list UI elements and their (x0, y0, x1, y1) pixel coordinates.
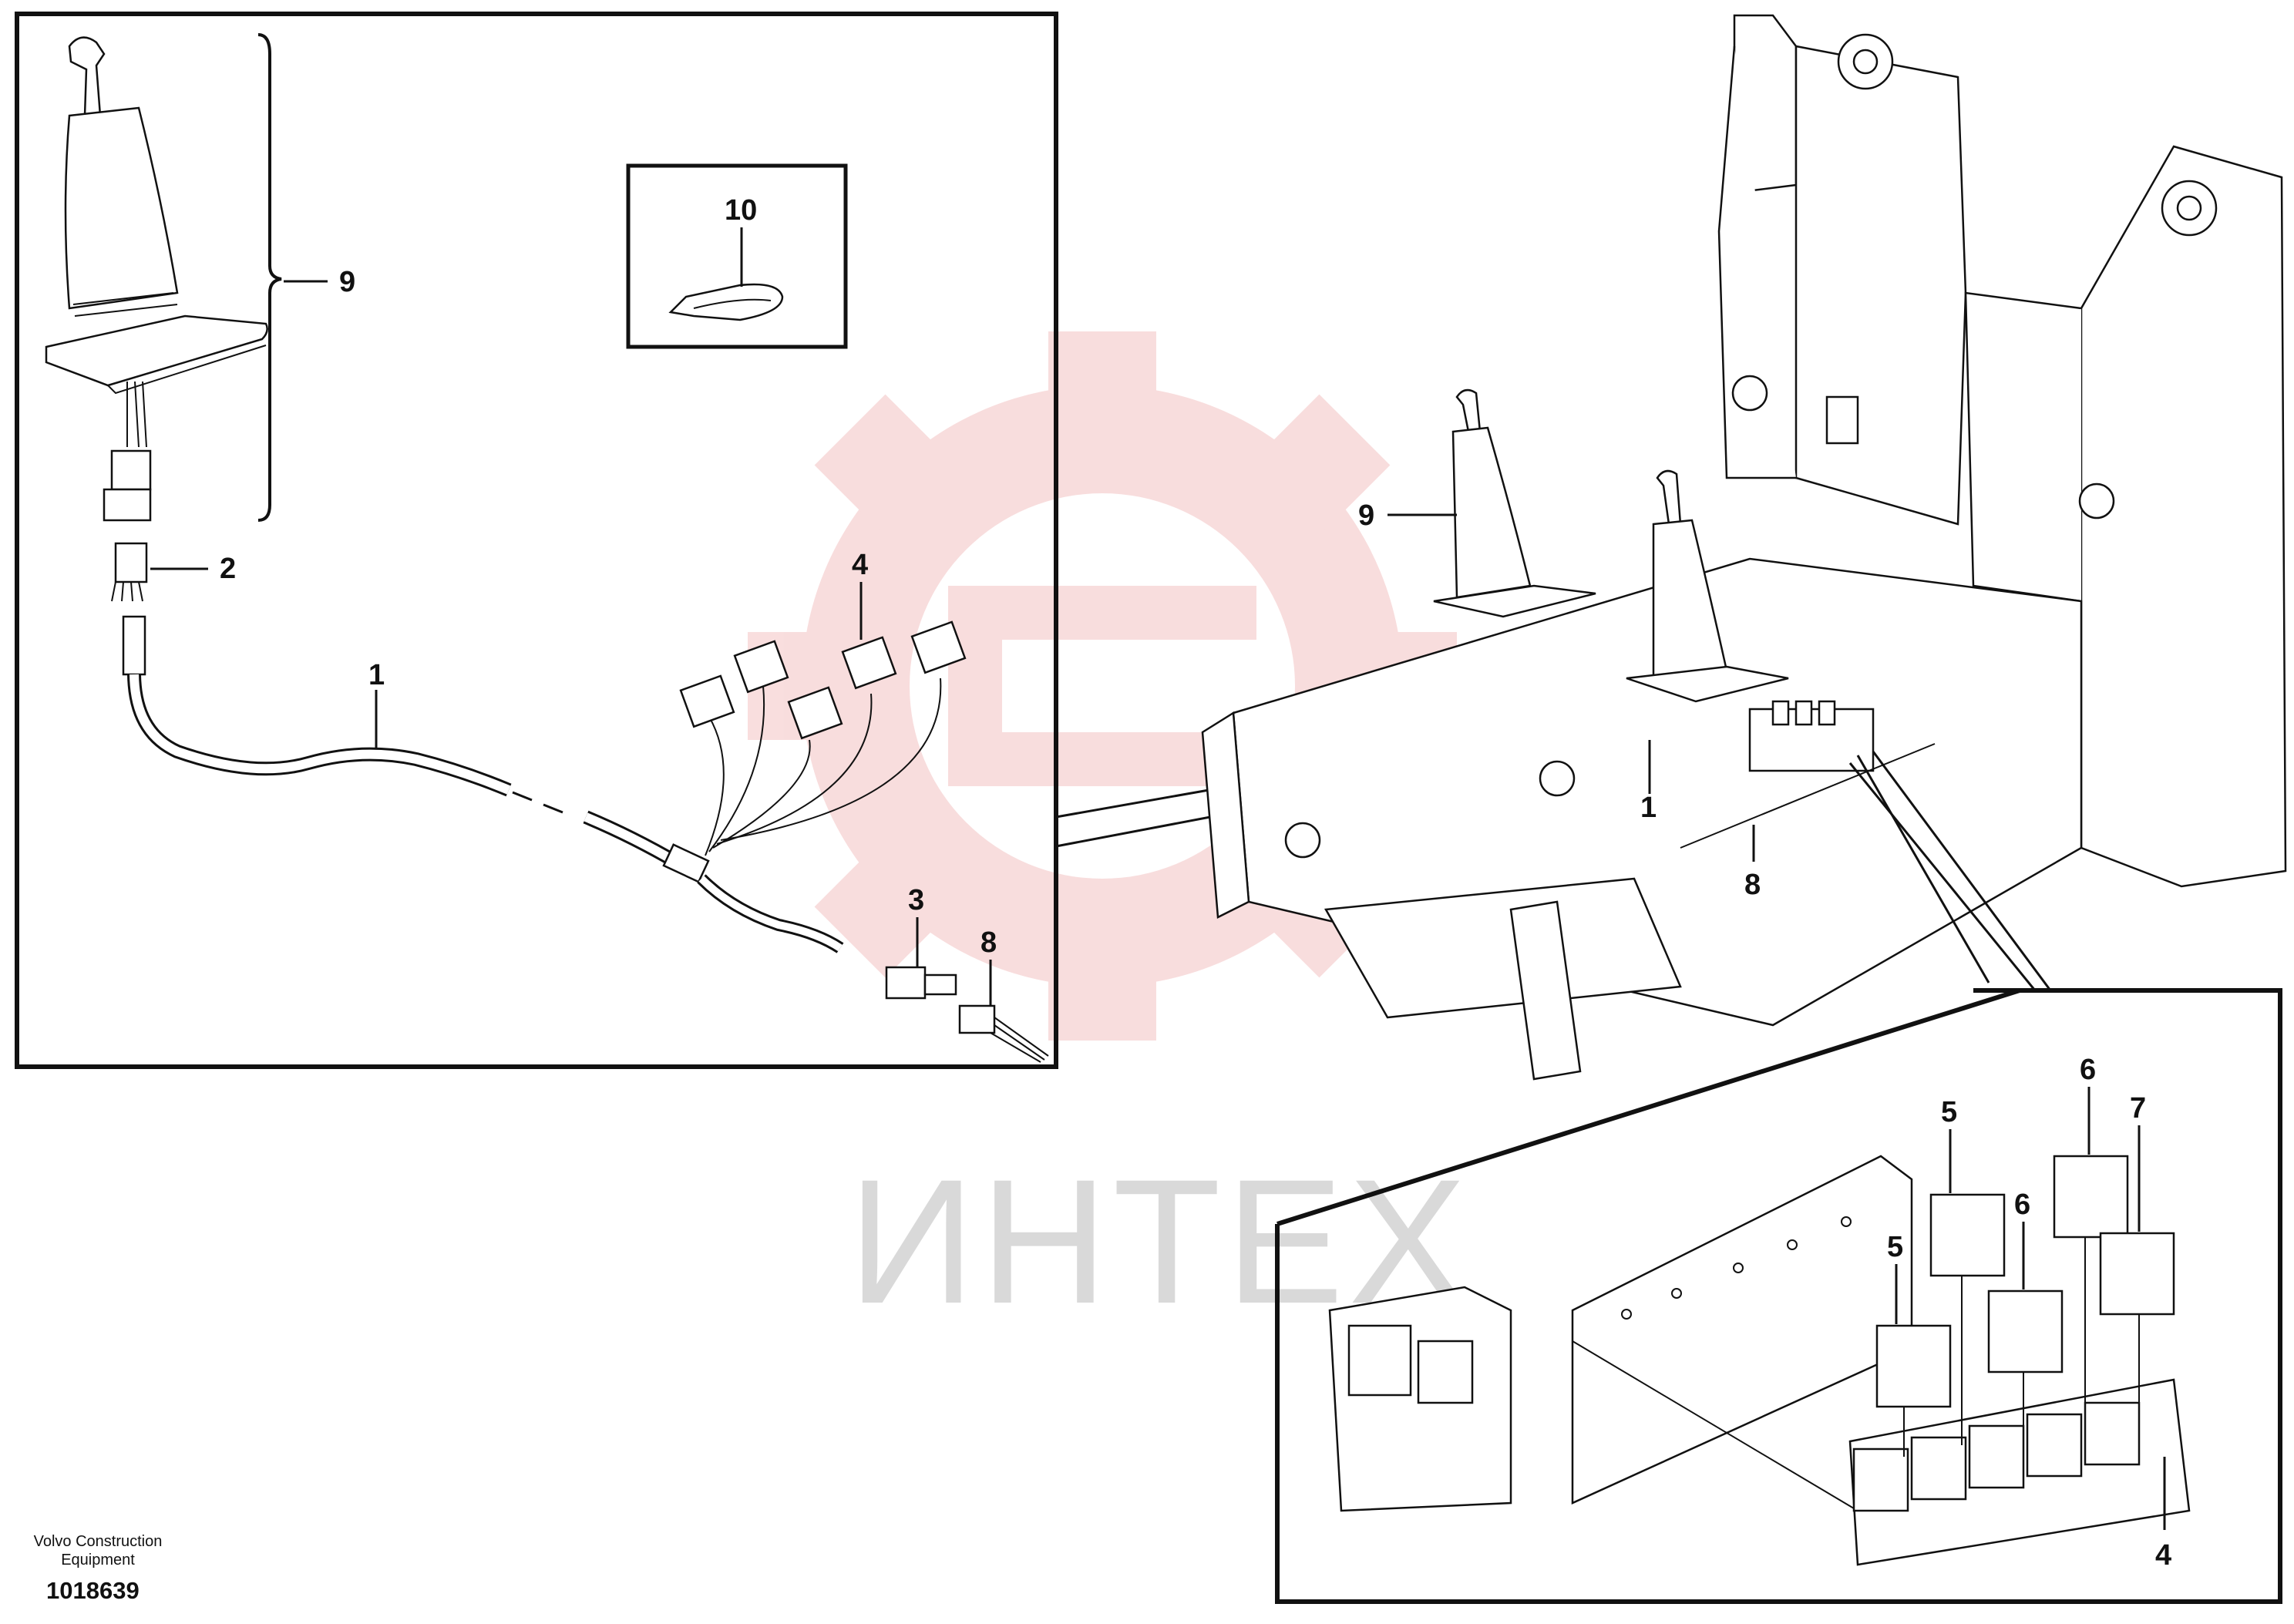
zoom-line-relay-b (1872, 751, 2052, 991)
relay-7 (2099, 1232, 2175, 1407)
company-name: Volvo Construction Equipment (33, 1533, 163, 1569)
watermark-gear-logo (748, 331, 1457, 1041)
machine-joystick-left (1433, 388, 1596, 618)
harness-cable-1 (122, 615, 844, 953)
label-1-main: 1 (1640, 792, 1657, 824)
label-9-detail: 9 (339, 266, 355, 298)
label-7: 7 (2130, 1092, 2146, 1125)
cable-tie-10 (668, 283, 784, 321)
label-4-detail: 4 (852, 549, 868, 581)
plug-3 (885, 966, 957, 1000)
label-9-main: 9 (1358, 499, 1374, 532)
connector-2 (111, 542, 148, 602)
end-connector-8 (958, 1004, 1049, 1063)
label-5b: 5 (1941, 1096, 1957, 1128)
label-8-main: 8 (1744, 869, 1761, 901)
branch-connectors-4 (679, 620, 967, 856)
label-1-detail: 1 (368, 659, 385, 691)
label-4-relay: 4 (2155, 1539, 2171, 1572)
harness-detail-frame (15, 12, 1058, 1069)
relay-mount-plate (1328, 1155, 1913, 1512)
zoom-line-relay-c (1848, 762, 2037, 991)
label-10: 10 (725, 194, 757, 227)
machine-relay-panel (1680, 700, 1936, 849)
relay-6a (1987, 1289, 2064, 1434)
label-2: 2 (220, 553, 236, 585)
label-3: 3 (908, 884, 924, 916)
machine-frame (1201, 14, 2287, 1081)
relay-detail-frame-diag (1276, 988, 2020, 1226)
relay-5b (1929, 1193, 2006, 1445)
machine-joystick-right (1626, 469, 1789, 703)
label-5a: 5 (1887, 1231, 1903, 1263)
label-6a: 6 (2014, 1189, 2030, 1221)
joystick-detail (45, 36, 268, 522)
relay-base-4 (1848, 1378, 2191, 1566)
relay-5a (1875, 1324, 1952, 1457)
label-8-detail: 8 (980, 926, 997, 959)
relay-6b (2053, 1155, 2129, 1418)
label-6b: 6 (2080, 1054, 2096, 1086)
zoom-line-relay-a (1856, 755, 1990, 983)
document-number: 1018639 (46, 1577, 140, 1604)
relay-detail-frame (1275, 988, 2282, 1604)
assembly-bracket (257, 33, 282, 522)
